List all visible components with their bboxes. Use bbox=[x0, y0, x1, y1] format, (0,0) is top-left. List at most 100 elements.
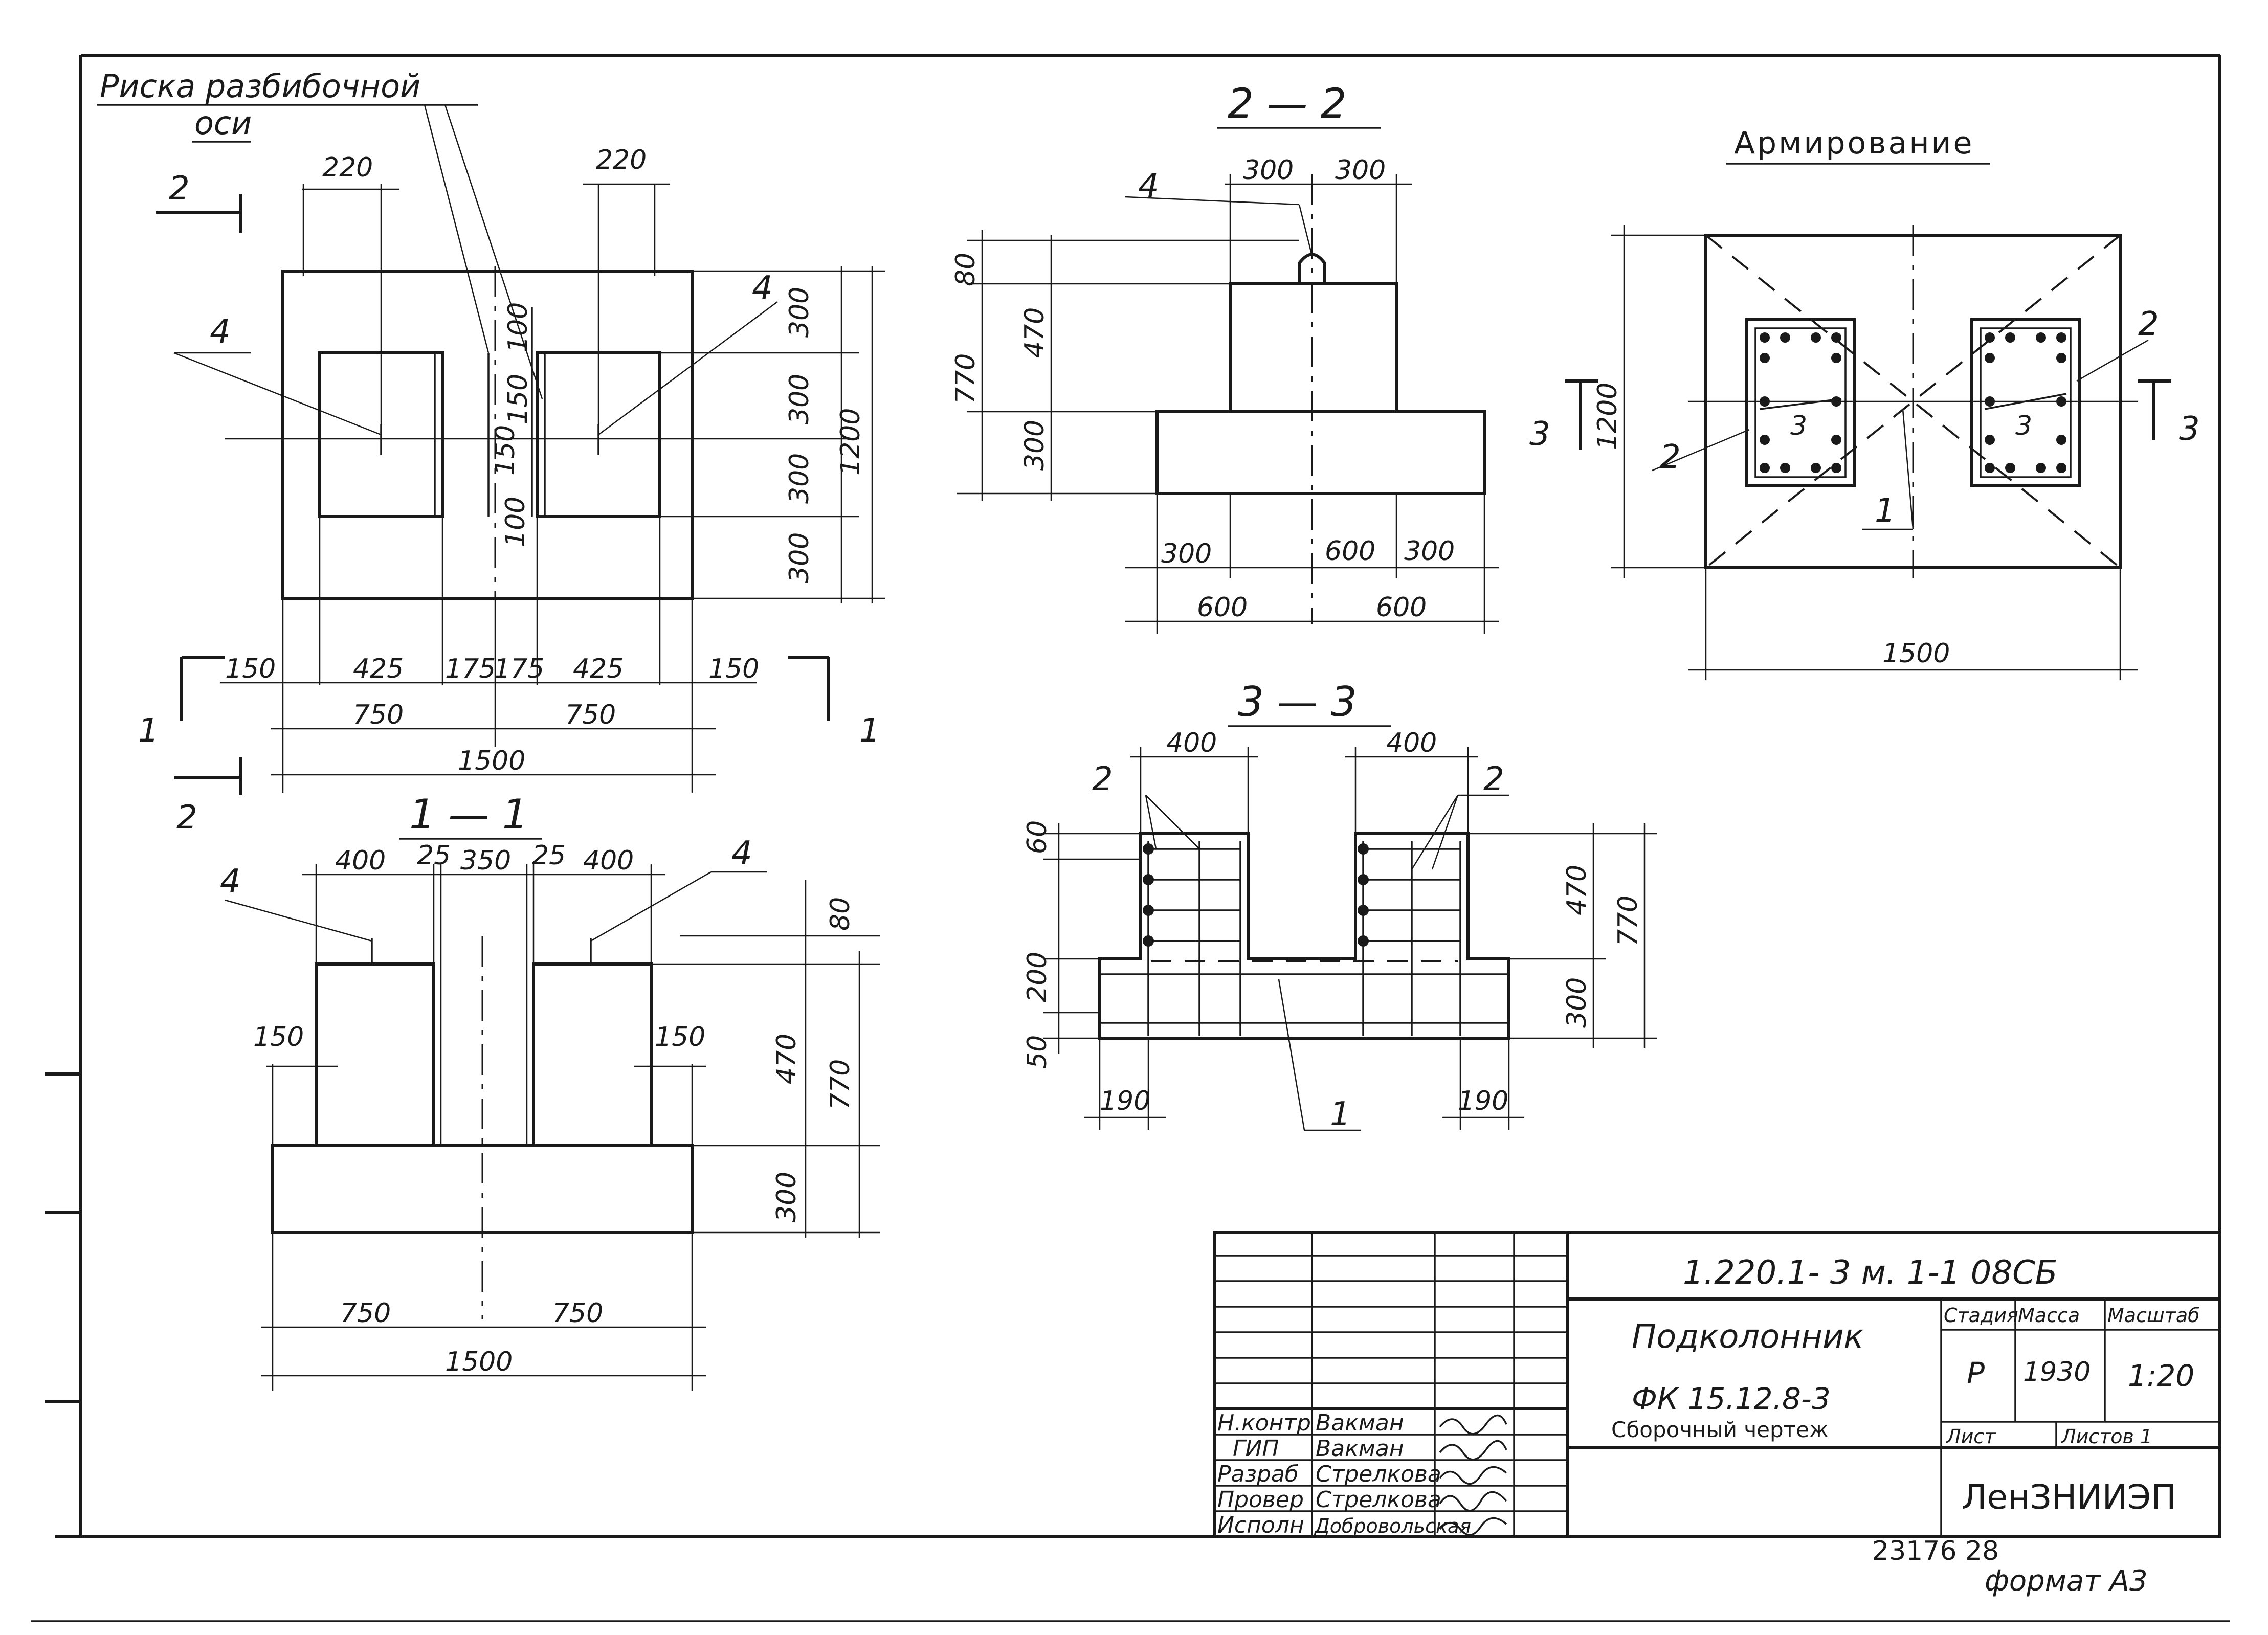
s33-dim-b2: 190 bbox=[1458, 1086, 1508, 1116]
section-22-title: 2 — 2 bbox=[1228, 80, 1347, 127]
s33-dim-l1: 60 bbox=[1022, 820, 1053, 854]
s33-dim-r2: 300 bbox=[1562, 977, 1592, 1028]
tb-sheet-label: Лист bbox=[1945, 1425, 1996, 1448]
plan-dim-b5: 425 bbox=[573, 654, 624, 684]
section-33-title: 3 — 3 bbox=[1238, 678, 1357, 726]
s11-dim-t4: 25 bbox=[532, 840, 566, 871]
s33-dim-t2: 400 bbox=[1386, 728, 1437, 758]
tb-role-3: Разраб bbox=[1217, 1461, 1299, 1487]
tb-scale: 1:20 bbox=[2128, 1358, 2194, 1393]
s11-dim-t1: 400 bbox=[335, 845, 386, 876]
plan-dim-right-4: 300 bbox=[784, 532, 815, 583]
s22-dim-b1: 300 bbox=[1161, 539, 1212, 569]
s33-dim-b1: 190 bbox=[1100, 1086, 1150, 1116]
plan-dim-b3: 175 bbox=[445, 654, 496, 684]
s22-pos4: 4 bbox=[1138, 167, 1159, 205]
rebar-dots-right bbox=[1985, 332, 2066, 473]
plan-view: Риска разбибочной оси 4 4 220 220 bbox=[97, 68, 885, 837]
s11-dim-r4: 770 bbox=[825, 1059, 856, 1110]
s33-dim-r3: 770 bbox=[1613, 895, 1643, 946]
plan-dim-inner-3: 150 bbox=[490, 425, 521, 476]
tb-role-2: ГИП bbox=[1233, 1436, 1279, 1462]
plan-section-1-right: 1 bbox=[859, 712, 880, 750]
axis-note-line1: Риска разбибочной bbox=[100, 68, 420, 105]
plan-section-2-top: 2 bbox=[169, 170, 190, 208]
plan-dim-b4: 175 bbox=[494, 654, 544, 684]
reinf-pos1: 1 bbox=[1875, 492, 1896, 530]
s11-dim-r2: 470 bbox=[771, 1034, 802, 1084]
s33-pos2-left: 2 bbox=[1092, 760, 1113, 798]
s33-dim-l2: 200 bbox=[1022, 952, 1053, 1002]
s33-rebar-dots bbox=[1143, 843, 1369, 947]
plan-section-1-left: 1 bbox=[138, 712, 159, 750]
s33-pos2-right: 2 bbox=[1483, 760, 1504, 798]
tb-stage: Р bbox=[1967, 1356, 1985, 1391]
tb-role-5: Исполн bbox=[1217, 1512, 1304, 1538]
tb-header-mass: Масса bbox=[2018, 1304, 2080, 1327]
s11-pos4-right: 4 bbox=[731, 835, 752, 872]
plan-dim-top-left: 220 bbox=[322, 152, 373, 183]
plan-dim-inner-2: 150 bbox=[503, 374, 533, 424]
tb-header-scale: Масштаб bbox=[2107, 1304, 2200, 1327]
plan-dim-overall-right: 1200 bbox=[835, 408, 866, 476]
reinf-dim-height: 1200 bbox=[1592, 383, 1623, 450]
reinforcement-title: Армирование bbox=[1734, 125, 1974, 161]
reinf-pos2-left: 2 bbox=[1660, 438, 1681, 476]
tb-organization: ЛенЗНИИЭП bbox=[1962, 1477, 2176, 1517]
tb-name-5: Добровольская bbox=[1314, 1515, 1471, 1537]
s22-dim-t2: 300 bbox=[1335, 155, 1386, 186]
tb-role-1: Н.контр bbox=[1217, 1410, 1311, 1436]
plan-dim-half-1: 750 bbox=[353, 700, 404, 730]
plan-dim-half-2: 750 bbox=[565, 700, 616, 730]
s33-dim-l3: 50 bbox=[1022, 1035, 1053, 1069]
reinf-section3-left: 3 bbox=[1529, 415, 1550, 453]
plan-dim-b2: 425 bbox=[353, 654, 404, 684]
s22-dim-b3: 300 bbox=[1404, 536, 1455, 567]
section-2-2: 2 — 2 4 300 300 80 470 300 770 300 600 bbox=[950, 80, 1499, 634]
tb-sheets-label: Листов 1 bbox=[2060, 1425, 2152, 1448]
section-3-3: 3 — 3 2 bbox=[1022, 678, 1657, 1133]
plan-dim-overall: 1500 bbox=[458, 746, 525, 776]
reinf-pos3-right: 3 bbox=[2015, 411, 2032, 441]
plan-pos4-left: 4 bbox=[210, 313, 231, 351]
plan-dim-top-right: 220 bbox=[596, 145, 647, 175]
plan-dim-b1: 150 bbox=[225, 654, 276, 684]
tb-name-1: Вакман bbox=[1316, 1410, 1404, 1436]
plan-dim-b6: 150 bbox=[708, 654, 759, 684]
tb-name-line3: Сборочный чертеж bbox=[1611, 1417, 1829, 1442]
plan-dim-inner-1: 100 bbox=[503, 302, 533, 353]
reinforcement-view: Армирование 3 3 2 2 bbox=[1529, 125, 2200, 680]
tb-mass: 1930 bbox=[2023, 1357, 2091, 1387]
plan-dim-right-3: 300 bbox=[784, 453, 815, 504]
plan-dim-inner-4: 100 bbox=[500, 497, 531, 547]
s11-dim-r1: 80 bbox=[825, 897, 856, 931]
plan-section-2-bottom: 2 bbox=[176, 799, 197, 837]
s22-dim-b2: 600 bbox=[1325, 536, 1375, 567]
s11-dim-side-right: 150 bbox=[655, 1022, 705, 1052]
plan-dim-right-2: 300 bbox=[784, 374, 815, 424]
s33-dim-r1: 470 bbox=[1562, 865, 1592, 915]
s11-dim-t3: 350 bbox=[460, 845, 511, 876]
tb-name-3: Стрелкова bbox=[1316, 1461, 1441, 1487]
s22-dim-l4: 770 bbox=[950, 353, 981, 404]
s11-dim-overall: 1500 bbox=[445, 1347, 513, 1377]
s11-dim-side-left: 150 bbox=[253, 1022, 304, 1052]
s33-pos1: 1 bbox=[1330, 1095, 1351, 1133]
plan-dim-right-1: 300 bbox=[784, 287, 815, 338]
s22-dim-l2: 470 bbox=[1019, 307, 1050, 358]
reinf-pos3-left: 3 bbox=[1790, 411, 1807, 441]
s11-dim-r3: 300 bbox=[771, 1172, 802, 1222]
tb-name-4: Стрелкова bbox=[1316, 1487, 1441, 1513]
s22-dim-l1: 80 bbox=[950, 253, 981, 286]
section-1-1: 1 — 1 4 4 400 25 350 25 400 80 470 bbox=[220, 791, 880, 1391]
tb-header-stage: Стадия bbox=[1944, 1304, 2018, 1327]
sheet-frame bbox=[31, 54, 2230, 1622]
tb-role-4: Провер bbox=[1217, 1487, 1304, 1513]
rebar-dots-left bbox=[1760, 332, 1841, 473]
tb-signatures bbox=[1439, 1414, 1507, 1536]
s22-dim-b5: 600 bbox=[1376, 592, 1427, 623]
tb-document-code: 1.220.1- 3 м. 1-1 08СБ bbox=[1683, 1254, 2058, 1292]
section-11-title: 1 — 1 bbox=[409, 791, 528, 838]
s33-stirrups bbox=[1147, 841, 1461, 1036]
